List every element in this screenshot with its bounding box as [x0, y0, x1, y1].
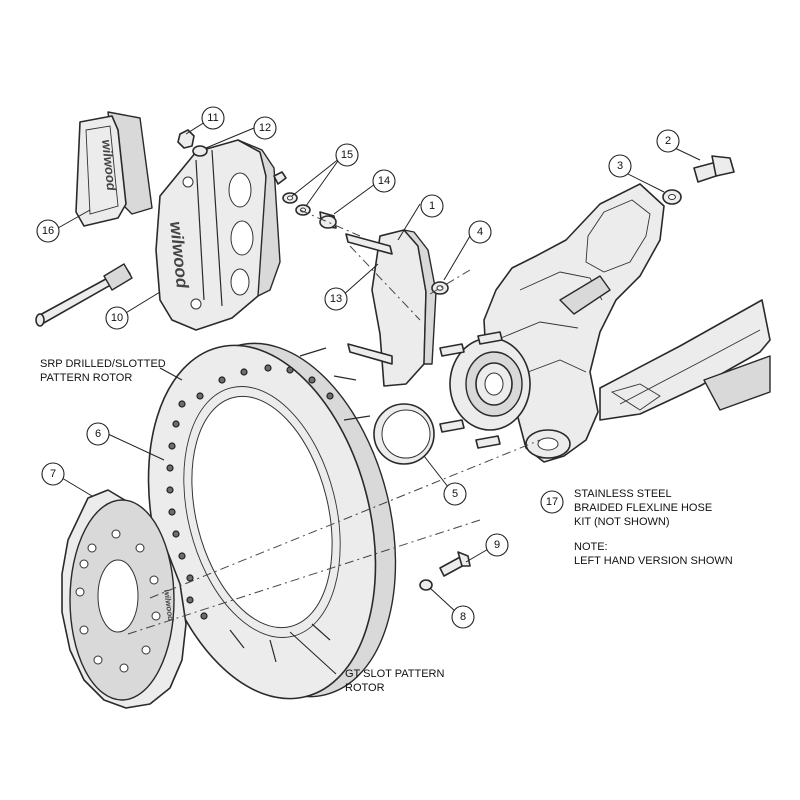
- note-label-line1: NOTE:: [574, 541, 608, 553]
- hat-bolt-holes: [75, 529, 161, 673]
- callout-15: 15: [335, 143, 359, 167]
- svg-text:12: 12: [259, 122, 271, 134]
- svg-text:1: 1: [429, 200, 435, 212]
- callout-7: 7: [41, 462, 65, 486]
- srp-label-line2: PATTERN ROTOR: [40, 372, 132, 384]
- callout-17: 17: [540, 490, 564, 514]
- callout-12: 12: [253, 116, 277, 140]
- callout-3: 3: [608, 154, 632, 178]
- hose-label-line1: STAINLESS STEEL: [574, 488, 672, 500]
- svg-text:15: 15: [341, 149, 353, 161]
- gt-label-line2: ROTOR: [345, 682, 385, 694]
- callout-5: 5: [443, 482, 467, 506]
- rotor-bolt: [419, 551, 471, 591]
- pad-logo: wilwood: [99, 139, 119, 193]
- svg-text:6: 6: [95, 428, 101, 440]
- assembly-centerlines: [127, 209, 541, 635]
- callout-9: 9: [485, 533, 509, 557]
- svg-text:3: 3: [617, 160, 623, 172]
- svg-text:4: 4: [477, 226, 483, 238]
- svg-text:16: 16: [42, 225, 54, 237]
- bleeder-screw: [177, 129, 208, 157]
- control-arm: [599, 299, 771, 421]
- svg-text:17: 17: [546, 496, 558, 508]
- callout-14: 14: [372, 169, 396, 193]
- callout-13: 13: [324, 287, 348, 311]
- callout-2: 2: [656, 129, 680, 153]
- caliper-pin: [35, 263, 133, 327]
- callout-10: 10: [105, 306, 129, 330]
- rotor-hat: wilwood: [61, 489, 187, 709]
- svg-text:9: 9: [494, 539, 500, 551]
- hose-kit-label: STAINLESS STEEL BRAIDED FLEXLINE HOSE KI…: [574, 488, 712, 528]
- mount-hardware: [273, 171, 337, 229]
- hose-label-line2: BRAIDED FLEXLINE HOSE: [574, 502, 712, 514]
- callout-11: 11: [201, 106, 225, 130]
- callout-6: 6: [86, 422, 110, 446]
- version-note: NOTE: LEFT HAND VERSION SHOWN: [574, 541, 733, 567]
- bracket-bolt: [662, 155, 735, 205]
- hose-label-line3: KIT (NOT SHOWN): [574, 516, 670, 528]
- callout-8: 8: [451, 605, 475, 629]
- svg-text:13: 13: [330, 293, 342, 305]
- svg-text:8: 8: [460, 611, 466, 623]
- callout-1: 1: [420, 194, 444, 218]
- svg-text:14: 14: [378, 175, 390, 187]
- svg-text:5: 5: [452, 488, 458, 500]
- leader-lines: [57, 121, 701, 675]
- srp-rotor-label: SRP DRILLED/SLOTTED PATTERN ROTOR: [40, 358, 166, 384]
- caliper-bracket: [345, 229, 437, 387]
- svg-text:10: 10: [111, 312, 123, 324]
- srp-label-line1: SRP DRILLED/SLOTTED: [40, 358, 166, 370]
- rotor-ring: [147, 342, 397, 700]
- hub-ring: [373, 403, 435, 465]
- rotor-drill-holes: [166, 364, 334, 620]
- gt-label-line1: GT SLOT PATTERN: [345, 668, 444, 680]
- svg-text:11: 11: [207, 112, 218, 124]
- svg-text:2: 2: [665, 135, 671, 147]
- caliper: wilwood: [155, 139, 281, 331]
- callout-16: 16: [36, 219, 60, 243]
- brake-pads: wilwood: [75, 111, 153, 227]
- note-label-line2: LEFT HAND VERSION SHOWN: [574, 555, 733, 567]
- callout-4: 4: [468, 220, 492, 244]
- gt-rotor-label: GT SLOT PATTERN ROTOR: [345, 668, 444, 694]
- svg-text:7: 7: [50, 468, 56, 480]
- wheel-hub: [439, 331, 531, 449]
